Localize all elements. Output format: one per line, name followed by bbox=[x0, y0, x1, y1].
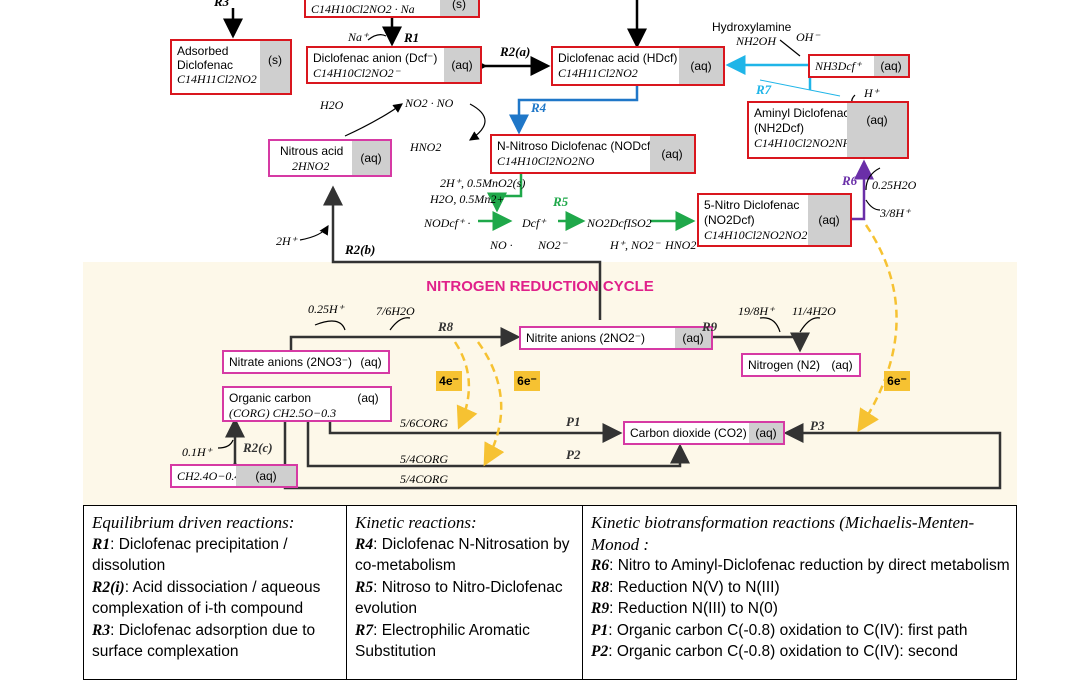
species-diclofenac-anion: Diclofenac anion (Dcf⁻)C14H10Cl2NO2⁻ (aq… bbox=[306, 46, 482, 84]
species-carbon-dioxide: Carbon dioxide (CO2) (aq) bbox=[623, 421, 785, 445]
species-aminyl-diclofenac: Aminyl Diclofenac(NH2Dcf)C14H10Cl2NO2NH2… bbox=[747, 101, 909, 159]
species-nitrate-anions: Nitrate anions (2NO3⁻) (aq) bbox=[222, 350, 390, 374]
label-r8-h2o: 7/6H2O bbox=[376, 304, 415, 318]
label-r2b: R2(b) bbox=[345, 242, 376, 257]
label-p3: P3 bbox=[810, 418, 825, 433]
label-c54a: 5/4CORG bbox=[400, 452, 448, 466]
species-precipitate: C14H10Cl2NO2 · Na (s) bbox=[304, 0, 480, 18]
label-r7: R7 bbox=[756, 82, 772, 97]
electron-tag-6e-b: 6e⁻ bbox=[884, 371, 910, 391]
label-r6: R6 bbox=[842, 173, 858, 188]
label-h2o: H2O bbox=[320, 98, 344, 112]
label-p2: P2 bbox=[566, 447, 581, 462]
species-nitrogen: Nitrogen (N2) (aq) bbox=[741, 353, 861, 377]
legend-kinetic: Kinetic reactions: R4: Diclofenac N-Nitr… bbox=[347, 506, 583, 679]
label-dcf: Dcf⁺ bbox=[522, 216, 546, 230]
label-r5: R5 bbox=[553, 194, 569, 209]
label-r8-h: 0.25H⁺ bbox=[308, 302, 344, 316]
species-diclofenac-acid: Diclofenac acid (HDcf)C14H11Cl2NO2 (aq) bbox=[551, 46, 725, 86]
label-nodcf: NODcf⁺ · bbox=[424, 216, 471, 230]
label-r5-reag2: H2O, 0.5Mn2+ bbox=[430, 192, 505, 206]
electron-tag-6e-a: 6e⁻ bbox=[514, 371, 540, 391]
label-r1: R1 bbox=[404, 30, 420, 45]
label-na: Na⁺ bbox=[348, 30, 369, 44]
label-r2c: R2(c) bbox=[243, 440, 273, 455]
label-hno2: HNO2 bbox=[410, 140, 442, 154]
species-nitrite-anions: Nitrite anions (2NO2⁻) (aq) bbox=[519, 326, 713, 350]
label-hydroxylamine: Hydroxylamine bbox=[712, 20, 792, 34]
label-no2no: NO2 · NO bbox=[405, 96, 454, 110]
species-ch24: CH2.4O−0.4 (aq) bbox=[170, 464, 298, 488]
legend-equilibrium: Equilibrium driven reactions: R1: Diclof… bbox=[84, 506, 347, 679]
label-c56: 5/6CORG bbox=[400, 416, 448, 430]
label-oh: OH⁻ bbox=[796, 30, 820, 44]
label-p1: P1 bbox=[566, 414, 581, 429]
legend-biotransformation-title: Kinetic biotransformation reactions (Mic… bbox=[591, 513, 975, 554]
electron-tag-4e: 4e⁻ bbox=[436, 371, 462, 391]
label-h01: 0.1H⁺ bbox=[182, 445, 212, 459]
label-hplus-r7: H⁺ bbox=[864, 86, 879, 100]
label-nh2oh: NH2OH bbox=[736, 34, 777, 48]
label-h-no2: H⁺, NO2⁻ bbox=[610, 238, 661, 252]
legend-biotransformation: Kinetic biotransformation reactions (Mic… bbox=[591, 513, 1010, 660]
species-nh3dcf: NH3Dcf⁺ (aq) bbox=[808, 54, 910, 78]
label-38h: 3/8H⁺ bbox=[880, 206, 911, 220]
label-hno2b: HNO2 bbox=[665, 238, 697, 252]
label-r9-h2o: 11/4H2O bbox=[792, 304, 836, 318]
label-no2dcf: NO2DcfISO2 bbox=[587, 216, 652, 230]
label-r3: R3 bbox=[214, 0, 230, 9]
legend-table: Equilibrium driven reactions: R1: Diclof… bbox=[83, 505, 1017, 680]
label-r4: R4 bbox=[531, 100, 547, 115]
legend-kinetic-title: Kinetic reactions: bbox=[355, 513, 477, 532]
label-2h: 2H⁺ bbox=[276, 234, 297, 248]
species-5-nitro-diclofenac: 5-Nitro Diclofenac(NO2Dcf)C14H10Cl2NO2NO… bbox=[697, 193, 852, 247]
label-025h2o: 0.25H2O bbox=[872, 178, 917, 192]
label-r9-h: 19/8H⁺ bbox=[738, 304, 775, 318]
legend-equilibrium-title: Equilibrium driven reactions: bbox=[92, 513, 295, 532]
cycle-title: NITROGEN REDUCTION CYCLE bbox=[426, 278, 654, 295]
label-c54b: 5/4CORG bbox=[400, 472, 448, 486]
label-r5-reag1: 2H⁺, 0.5MnO2(s) bbox=[440, 176, 526, 190]
label-r2a: R2(a) bbox=[500, 44, 531, 59]
label-no: NO · bbox=[490, 238, 513, 252]
label-r8: R8 bbox=[438, 319, 454, 334]
species-organic-carbon: Organic carbon(CORG) CH2.5O−0.3 (aq) bbox=[222, 386, 392, 422]
species-n-nitroso-diclofenac: N-Nitroso Diclofenac (NODcf)C14H10Cl2NO2… bbox=[490, 134, 696, 174]
label-no2m: NO2⁻ bbox=[538, 238, 568, 252]
label-r9: R9 bbox=[702, 319, 718, 334]
